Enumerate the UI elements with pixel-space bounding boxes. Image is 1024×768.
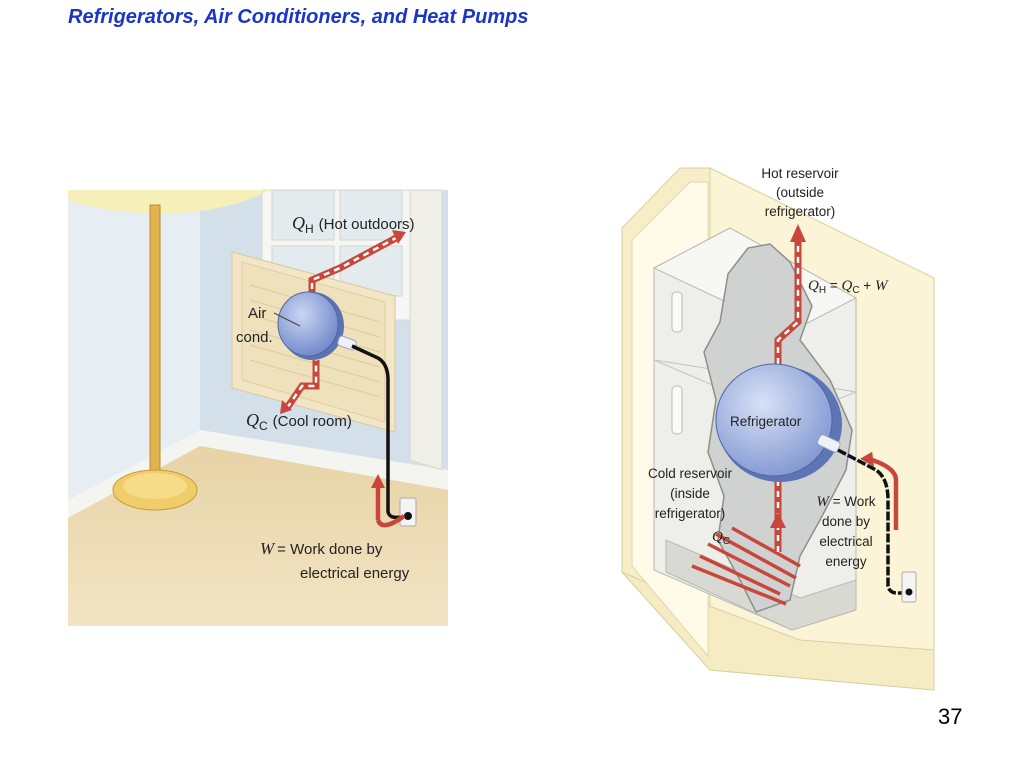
floor-lamp	[68, 190, 270, 511]
cold-reservoir-line1: Cold reservoir	[648, 466, 733, 481]
fridge-work-line4: energy	[825, 554, 867, 569]
refrigerator-label: Refrigerator	[730, 414, 802, 429]
cold-reservoir-line3: refrigerator)	[655, 506, 726, 521]
slide-title: Refrigerators, Air Conditioners, and Hea…	[68, 6, 529, 28]
hot-flow-arrow	[774, 224, 806, 364]
hot-reservoir-line2: (outside	[776, 185, 824, 200]
air-cond-label-line1: Air	[248, 305, 266, 322]
energy-equation: QH = QC + W	[808, 278, 889, 296]
svg-text:QH(Hot outdoors): QH(Hot outdoors)	[292, 213, 415, 236]
cold-flow-arrow	[770, 470, 786, 552]
air-conditioner-drum	[277, 291, 357, 360]
fridge-work-line2: done by	[822, 514, 870, 529]
cold-coils	[691, 526, 801, 606]
heat-flow-arrows	[280, 230, 406, 414]
svg-text:QC(Cool room): QC(Cool room)	[246, 410, 352, 433]
air-cond-label-line2: cond.	[236, 329, 273, 346]
right-labels: Hot reservoir (outside refrigerator) QH …	[648, 166, 889, 569]
refrigerator-drum	[715, 363, 842, 482]
left-labels: QH(Hot outdoors) Air cond. QC(Cool room)…	[236, 213, 415, 582]
work-label-line2: electrical energy	[300, 565, 410, 582]
hot-reservoir-line1: Hot reservoir	[761, 166, 839, 181]
svg-text:W= Work done by: W= Work done by	[260, 539, 383, 558]
cold-reservoir-line2: (inside	[670, 486, 710, 501]
power-cord	[351, 344, 417, 528]
fridge-power-cord	[837, 448, 917, 603]
fridge-work-line1: W = Work	[816, 494, 875, 510]
hot-reservoir-line3: refrigerator)	[765, 204, 836, 219]
fridge-work-line3: electrical	[819, 534, 872, 549]
fridge-qc-label: QC	[712, 529, 730, 547]
page-number: 37	[938, 704, 963, 729]
